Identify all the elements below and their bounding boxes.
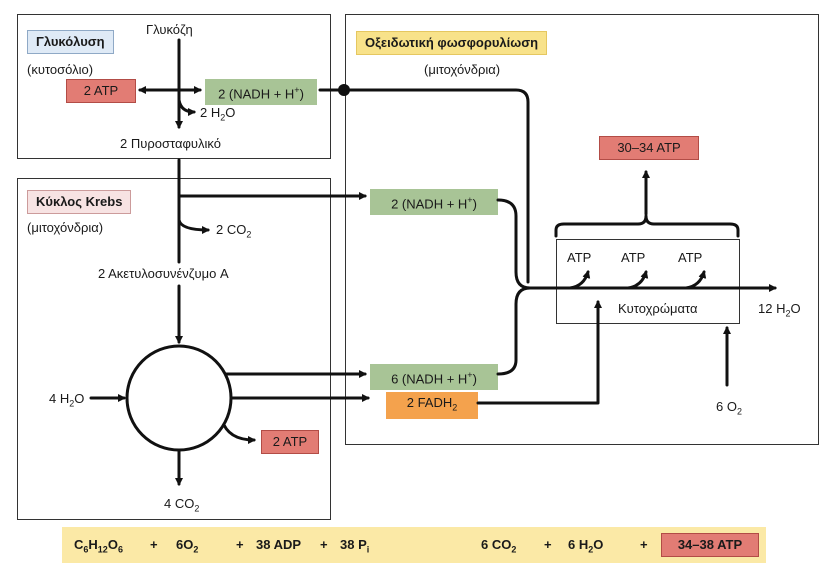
atp-brace [554, 214, 740, 238]
eq-adp: 38 ADP [256, 537, 302, 552]
nadh-low-to-etc [496, 286, 532, 376]
eq-plus-3: + [320, 537, 328, 552]
pyruvate-label: 2 Πυροσταφυλικό [120, 136, 221, 151]
glucose-label: Γλυκόζη [146, 22, 193, 37]
eq-co2: 6 CO2 [481, 537, 516, 558]
krebs-location: (μιτοχόνδρια) [27, 220, 104, 235]
atp-curl-3 [684, 270, 707, 290]
krebs-co2-bottom-sub: 2 [194, 503, 200, 514]
eq-glucose: C6H12O6 [74, 537, 123, 558]
atp-label-1: ATP [567, 250, 592, 265]
glycolysis-title: Γλυκόλυση [27, 30, 114, 54]
glycolysis-nadh-box: 2 (NADH + H+) [205, 79, 317, 106]
glycolysis-water-tail: O [225, 105, 236, 120]
glycolysis-nadh-to-etc [318, 88, 530, 284]
krebs-water-in-tail: O [74, 391, 85, 406]
cycle-to-atp-arrow [220, 418, 256, 444]
krebs-co2-bottom-text: 4 CO [164, 496, 195, 511]
oxphos-water-out: 12 H2O [758, 301, 801, 322]
eq-co2-text: 6 CO [481, 537, 512, 552]
krebs-water-in-sub: 2 [69, 398, 75, 409]
krebs-cycle-circle [125, 344, 233, 452]
eq-water-sub: 2 [588, 544, 594, 555]
eq-oxygen-text: 6O [176, 537, 194, 552]
eq-water-text: 6 H [568, 537, 589, 552]
fadh-to-etc-arrow [476, 300, 602, 405]
eq-glucose-o: O [107, 537, 118, 552]
krebs-co2-bottom: 4 CO2 [164, 496, 199, 517]
oxphos-oxygen-text: 6 O [716, 399, 737, 414]
atp-curl-1 [568, 270, 591, 290]
cytochromes-label: Κυτοχρώματα [618, 301, 698, 316]
nadh-mid-to-etc [496, 198, 532, 290]
cytochromes-box [556, 239, 740, 324]
eq-pi-sub: i [366, 544, 370, 555]
krebs-nadh-mid-box: 2 (NADH + H+) [370, 189, 498, 216]
oxphos-water-out-sub: 2 [785, 308, 791, 319]
eq-glucose-sub3: 6 [117, 544, 123, 555]
krebs-co2-top-arrow [177, 218, 210, 234]
eq-plus-5: + [640, 537, 648, 552]
eq-glucose-sub2: 12 [97, 544, 108, 555]
eq-water: 6 H2O [568, 537, 603, 558]
eq-glucose-c: C [74, 537, 84, 552]
eq-pi-text: 38 P [340, 537, 367, 552]
glycolysis-water: 2 H2O [200, 105, 236, 123]
glycolysis-atp-box: 2 ATP [66, 79, 136, 103]
junction-dot [338, 84, 350, 96]
krebs-nadh-mid-text: 2 (NADH + H [391, 196, 468, 212]
glycolysis-water-arrow [177, 98, 196, 116]
eq-atp-box: 34–38 ATP [661, 533, 759, 557]
oxphos-atp-total-box: 30–34 ATP [599, 136, 699, 160]
krebs-atp-box: 2 ATP [261, 430, 319, 454]
equation-bar [62, 527, 766, 563]
oxphos-oxygen-sub: 2 [736, 406, 742, 417]
eq-plus-2: + [236, 537, 244, 552]
glycolysis-nadh-text: 2 (NADH + H [218, 86, 295, 102]
oxphos-title: Οξειδωτική φωσφορυλίωση [356, 31, 548, 55]
krebs-fadh-sub: 2 [452, 402, 458, 413]
eq-glucose-sub1: 6 [83, 544, 89, 555]
oxphos-location: (μιτοχόνδρια) [424, 62, 501, 77]
krebs-title: Κύκλος Krebs [27, 190, 132, 214]
krebs-water-in: 4 H2O [49, 391, 84, 412]
eq-co2-sub: 2 [511, 544, 517, 555]
acetyl-coa-label: 2 Ακετυλοσυνένζυμο A [98, 266, 229, 281]
krebs-co2-top-sub: 2 [246, 229, 252, 240]
oxphos-oxygen: 6 O2 [716, 399, 742, 420]
eq-oxygen-sub: 2 [193, 544, 199, 555]
oxphos-water-out-tail: O [790, 301, 801, 316]
eq-plus-1: + [150, 537, 158, 552]
glycolysis-water-text: 2 H [200, 105, 221, 120]
krebs-nadh-low-box: 6 (NADH + H+) [370, 364, 498, 391]
krebs-nadh-low-text: 6 (NADH + H [391, 371, 468, 387]
eq-pi: 38 Pi [340, 537, 369, 558]
krebs-co2-top: 2 CO2 [216, 222, 251, 243]
eq-plus-4: + [544, 537, 552, 552]
oxphos-water-out-text: 12 H [758, 301, 786, 316]
krebs-fadh-box: 2 FADH2 [386, 392, 478, 419]
atp-label-3: ATP [678, 250, 703, 265]
atp-curl-2 [626, 270, 649, 290]
krebs-water-in-text: 4 H [49, 391, 70, 406]
glycolysis-location: (κυτοσόλιο) [27, 62, 94, 77]
eq-water-tail: O [593, 537, 604, 552]
krebs-co2-top-text: 2 CO [216, 222, 247, 237]
atp-label-2: ATP [621, 250, 646, 265]
eq-oxygen: 6O2 [176, 537, 198, 558]
krebs-fadh-text: 2 FADH [406, 395, 453, 410]
eq-glucose-h: H [88, 537, 98, 552]
